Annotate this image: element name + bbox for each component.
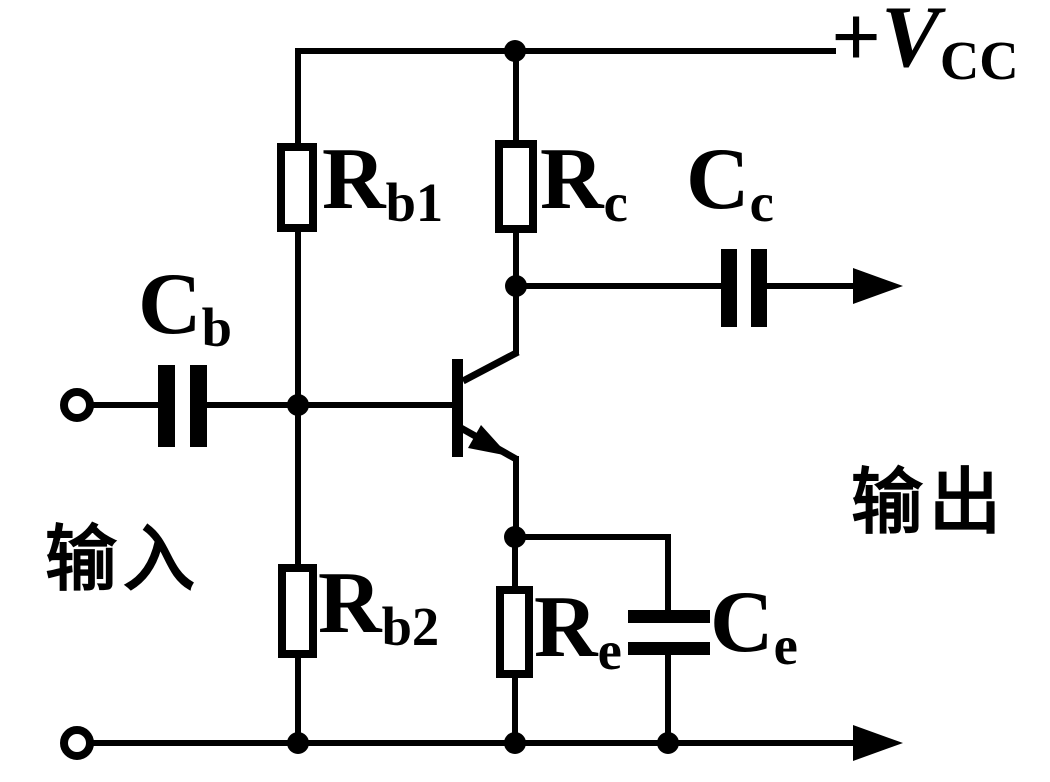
voltage-symbol: V <box>881 0 940 86</box>
label-rb2: Rb2 <box>318 555 440 658</box>
capacitor-cc <box>721 249 767 327</box>
vcc-rail-wire <box>295 40 836 143</box>
emitter-arrow-icon <box>468 425 509 456</box>
label-rb1: Rb1 <box>322 131 444 234</box>
resistor-re <box>496 586 533 678</box>
label-cb: Cb <box>138 256 232 359</box>
label-rc: Rc <box>540 131 628 234</box>
output-arrow-icon <box>853 268 903 304</box>
resistor-rb1 <box>277 143 317 232</box>
vcc-power-label: +VCC <box>831 0 1019 89</box>
junction-dot <box>504 732 526 754</box>
vcc-subscript: CC <box>939 30 1019 92</box>
junction-dot <box>287 732 309 754</box>
transistor-base-bar <box>452 359 463 457</box>
output-port-label: 输出 <box>851 463 1008 543</box>
ground-arrow-icon <box>853 725 903 761</box>
output-branch-wire <box>516 268 903 304</box>
input-terminal <box>60 388 161 422</box>
ground-terminal <box>60 726 94 760</box>
capacitor-ce <box>628 610 710 655</box>
bias-branch-wire <box>287 230 309 746</box>
collector-lead <box>461 348 520 385</box>
label-re: Re <box>534 579 622 682</box>
label-cc: Cc <box>686 131 774 234</box>
label-ce: Ce <box>710 574 798 677</box>
plus-sign: + <box>831 0 882 86</box>
resistor-rb2 <box>278 564 317 658</box>
junction-dot <box>504 40 526 62</box>
resistor-rc <box>495 140 537 233</box>
npn-transistor <box>452 230 527 548</box>
input-port-label: 输入 <box>45 520 202 600</box>
ground-rail-wire <box>60 725 903 761</box>
junction-dot <box>657 732 679 754</box>
capacitor-cb <box>158 365 207 447</box>
